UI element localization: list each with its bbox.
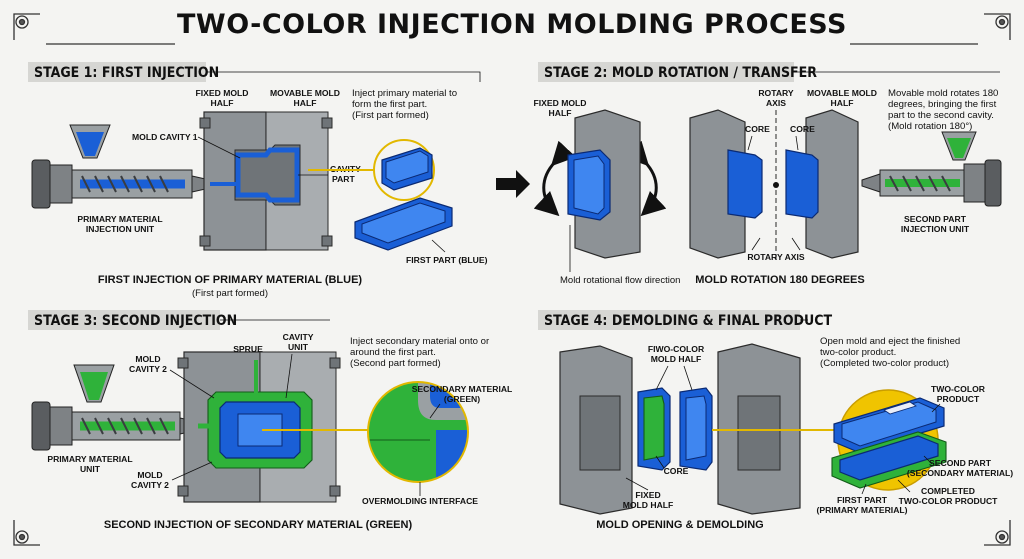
stage2-caption: MOLD ROTATION 180 DEGREES: [695, 274, 865, 286]
stage4-final-product-zoom: [831, 389, 947, 491]
stage1-first-part-3d: [354, 147, 453, 251]
stage3-cavity2-bottom-2: CAVITY 2: [131, 480, 169, 490]
stage1-fixed-mold-label-1: FIXED MOLD: [196, 88, 249, 98]
stage2-heading-bg: [538, 62, 794, 82]
stage2-note-2: degrees, bringing the first: [888, 99, 997, 110]
stage4-second-part-label-2: (SECONDARY MATERIAL): [907, 468, 1013, 478]
stage2-rotary-mold: [689, 109, 859, 260]
stage-4: STAGE 4: DEMOLDING & FINAL PRODUCT Open …: [538, 310, 1013, 531]
stage3-cavity-unit-label-2: UNIT: [288, 342, 309, 352]
stage2-rotary-axis-bottom: ROTARY AXIS: [747, 252, 805, 262]
stage1-subcaption: (First part formed): [192, 288, 268, 299]
stage1-movable-mold-label-1: MOVABLE MOLD: [270, 88, 340, 98]
stage4-completed-label-1: COMPLETED: [921, 486, 975, 496]
stage4-fixed-label-2: MOLD HALF: [623, 500, 674, 510]
stage1-movable-mold-label-2: HALF: [294, 98, 317, 108]
stage4-fiwo-label-1: FIWO-COLOR: [648, 344, 705, 354]
stage1-mold: [199, 111, 333, 251]
stage2-core-right: CORE: [790, 124, 815, 134]
stage4-note-1: Open mold and eject the finished: [820, 336, 960, 347]
stage3-heading: STAGE 3: SECOND INJECTION: [34, 313, 237, 329]
stage1-note-3: (First part formed): [352, 110, 429, 121]
stage4-fixed-label-1: FIXED: [635, 490, 660, 500]
corner-ornament-tr: [984, 13, 1011, 40]
stage2-note-4: (Mold rotation 180°): [888, 121, 972, 132]
stage-3: STAGE 3: SECOND INJECTION PRIMARY MATERI…: [28, 310, 512, 531]
stage4-first-part-label-1: FIRST PART: [837, 495, 888, 505]
stage3-unit-label-2: UNIT: [80, 464, 101, 474]
stage1-note-1: Inject primary material to: [352, 88, 457, 99]
stage2-flow-label: Mold rotational flow direction: [560, 275, 680, 286]
stage1-fixed-mold-label-2: HALF: [211, 98, 234, 108]
corner-ornament-br: [984, 520, 1011, 546]
stage2-heading: STAGE 2: MOLD ROTATION / TRANSFER: [544, 65, 817, 81]
rotation-arrow-left: [533, 140, 577, 217]
stage2-movable-mold-label-2: HALF: [831, 98, 854, 108]
stage-transition-arrow: [496, 170, 530, 198]
corner-ornament-tl: [13, 13, 40, 40]
stage1-heading: STAGE 1: FIRST INJECTION: [34, 65, 219, 81]
stage1-first-part-label: FIRST PART (BLUE): [406, 255, 488, 265]
stage4-two-color-label-1: TWO-COLOR: [931, 384, 986, 394]
stage2-unit-label-1: SECOND PART: [904, 214, 967, 224]
stage3-interface-label: OVERMOLDING INTERFACE: [362, 496, 478, 506]
stage2-note-1: Movable mold rotates 180: [888, 88, 998, 99]
stage3-cavity-unit-label-1: CAVITY: [283, 332, 314, 342]
stage3-cavity2-bottom-1: MOLD: [137, 470, 162, 480]
stage4-ejected-halves: [637, 387, 713, 471]
stage4-heading: STAGE 4: DEMOLDING & FINAL PRODUCT: [544, 313, 832, 329]
stage1-cavity1-label: MOLD CAVITY 1: [132, 132, 198, 142]
stage2-rotary-axis-top-2: AXIS: [766, 98, 786, 108]
stage4-fiwo-label-2: MOLD HALF: [651, 354, 702, 364]
stage1-caption: FIRST INJECTION OF PRIMARY MATERIAL (BLU…: [98, 274, 363, 286]
page-title: TWO-COLOR INJECTION MOLDING PROCESS: [177, 9, 847, 40]
stage3-note-3: (Second part formed): [350, 358, 441, 369]
stage2-fixed-mold-label-2: HALF: [549, 108, 572, 118]
stage4-caption: MOLD OPENING & DEMOLDING: [596, 519, 763, 531]
stage3-unit-label-1: PRIMARY MATERIAL: [47, 454, 132, 464]
stage3-note-1: Inject secondary material onto or: [350, 336, 490, 347]
stage3-cavity2-top-1: MOLD: [135, 354, 160, 364]
stage1-injection-unit: [31, 124, 211, 209]
stage3-heading-bg: [28, 310, 220, 330]
corner-ornament-bl: [13, 520, 40, 546]
stage2-injection-unit: [861, 131, 1002, 207]
stage4-note-3: (Completed two-color product): [820, 358, 949, 369]
stage4-two-color-label-2: PRODUCT: [937, 394, 980, 404]
stage3-note-2: around the first part.: [350, 347, 436, 358]
stage2-fixed-mold-label-1: FIXED MOLD: [534, 98, 587, 108]
stage1-unit-label-2: INJECTION UNIT: [86, 224, 155, 234]
stage2-unit-label-2: INJECTION UNIT: [901, 224, 970, 234]
rotation-arrow-right: [623, 140, 667, 217]
stage3-sprue-label: SPRUE: [233, 344, 263, 354]
stage3-caption: SECOND INJECTION OF SECONDARY MATERIAL (…: [104, 519, 413, 531]
stage1-unit-label-1: PRIMARY MATERIAL: [77, 214, 162, 224]
stage2-rotary-axis-top-1: ROTARY: [758, 88, 794, 98]
stage4-core-label: CORE: [664, 466, 689, 476]
stage4-note-2: two-color product.: [820, 347, 896, 358]
stage4-completed-label-2: TWO-COLOR PRODUCT: [899, 496, 999, 506]
stage2-fixed-mold: [567, 109, 641, 259]
stage2-core-left: CORE: [745, 124, 770, 134]
stage3-cavity2-top-2: CAVITY 2: [129, 364, 167, 374]
stage-2: STAGE 2: MOLD ROTATION / TRANSFER FIXED …: [496, 62, 1002, 286]
stage-1: STAGE 1: FIRST INJECTION PRIMARY MATERIA…: [28, 62, 488, 299]
stage3-mold: [177, 351, 341, 503]
stage3-secondary-label-2: (GREEN): [444, 394, 480, 404]
stage3-zoom-detail: [367, 381, 469, 483]
stage1-note-2: form the first part.: [352, 99, 427, 110]
stage2-note-3: part to the second cavity.: [888, 110, 994, 121]
stage2-movable-mold-label-1: MOVABLE MOLD: [807, 88, 877, 98]
stage4-first-part-label-2: (PRIMARY MATERIAL): [816, 505, 907, 515]
stage4-second-part-label-1: SECOND PART: [929, 458, 992, 468]
stage3-injection-unit: [31, 364, 199, 451]
stage3-secondary-label-1: SECONDARY MATERIAL: [412, 384, 513, 394]
stage1-heading-bg: [28, 62, 206, 82]
stage4-heading-bg: [538, 310, 800, 330]
stage4-fixed-mold: [559, 345, 633, 515]
stage1-cavity-part-label-2: PART: [332, 174, 356, 184]
